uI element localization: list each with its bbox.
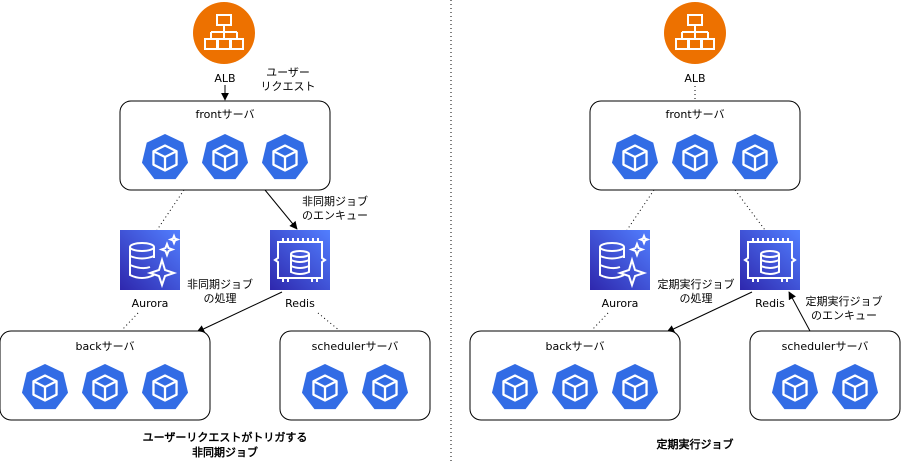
alb-label: ALB (214, 72, 235, 85)
alb-label: ALB (684, 72, 705, 85)
request-label-line2: リクエスト (261, 80, 316, 93)
redis-cache-icon (270, 230, 330, 290)
enqueue-arrow (264, 189, 298, 230)
right-panel: ALB frontサーバ Aurora Redis 定期実行ジョブ の処理 定期… (469, 2, 901, 451)
left-caption-line2: 非同期ジョブ (192, 445, 258, 459)
back-server-label: backサーバ (545, 340, 604, 353)
enqueue-arrow (788, 291, 811, 332)
process-label-line1: 非同期ジョブ (187, 277, 253, 291)
alb-icon (664, 2, 726, 64)
redis-scheduler-link (317, 312, 341, 332)
redis-label: Redis (285, 297, 315, 310)
back-server-label: backサーバ (75, 340, 134, 353)
aurora-database-icon (120, 230, 180, 290)
front-aurora-link (156, 189, 185, 231)
aurora-database-icon (590, 230, 650, 290)
front-server-label: frontサーバ (195, 108, 254, 121)
enqueue-label-line2: のエンキュー (811, 309, 877, 322)
redis-cache-icon (740, 230, 800, 290)
left-caption-line1: ユーザーリクエストがトリガする (143, 430, 308, 444)
aurora-back-link (121, 312, 139, 331)
scheduler-server-label: schedulerサーバ (782, 340, 869, 353)
scheduler-server-label: schedulerサーバ (312, 340, 399, 353)
process-arrow (196, 291, 283, 333)
alb-icon (193, 2, 255, 64)
left-panel: ALB ユーザー リクエスト frontサーバ Aurora 非同期ジョブ のエ… (0, 2, 431, 459)
aurora-back-link (591, 312, 609, 331)
enqueue-label-line1: 非同期ジョブ (302, 194, 368, 208)
front-server-label: frontサーバ (665, 108, 724, 121)
request-label-line1: ユーザー (266, 66, 310, 79)
redis-label: Redis (755, 297, 785, 310)
front-redis-link (734, 189, 766, 231)
process-arrow (666, 291, 753, 333)
process-label-line1: 定期実行ジョブ (658, 277, 735, 291)
aurora-label: Aurora (132, 297, 169, 310)
right-caption: 定期実行ジョブ (657, 437, 734, 451)
aurora-label: Aurora (602, 297, 639, 310)
enqueue-label-line2: のエンキュー (302, 209, 368, 222)
front-aurora-link (626, 189, 655, 231)
enqueue-label-line1: 定期実行ジョブ (806, 294, 883, 308)
process-label-line2: の処理 (680, 292, 713, 305)
process-label-line2: の処理 (204, 292, 237, 305)
